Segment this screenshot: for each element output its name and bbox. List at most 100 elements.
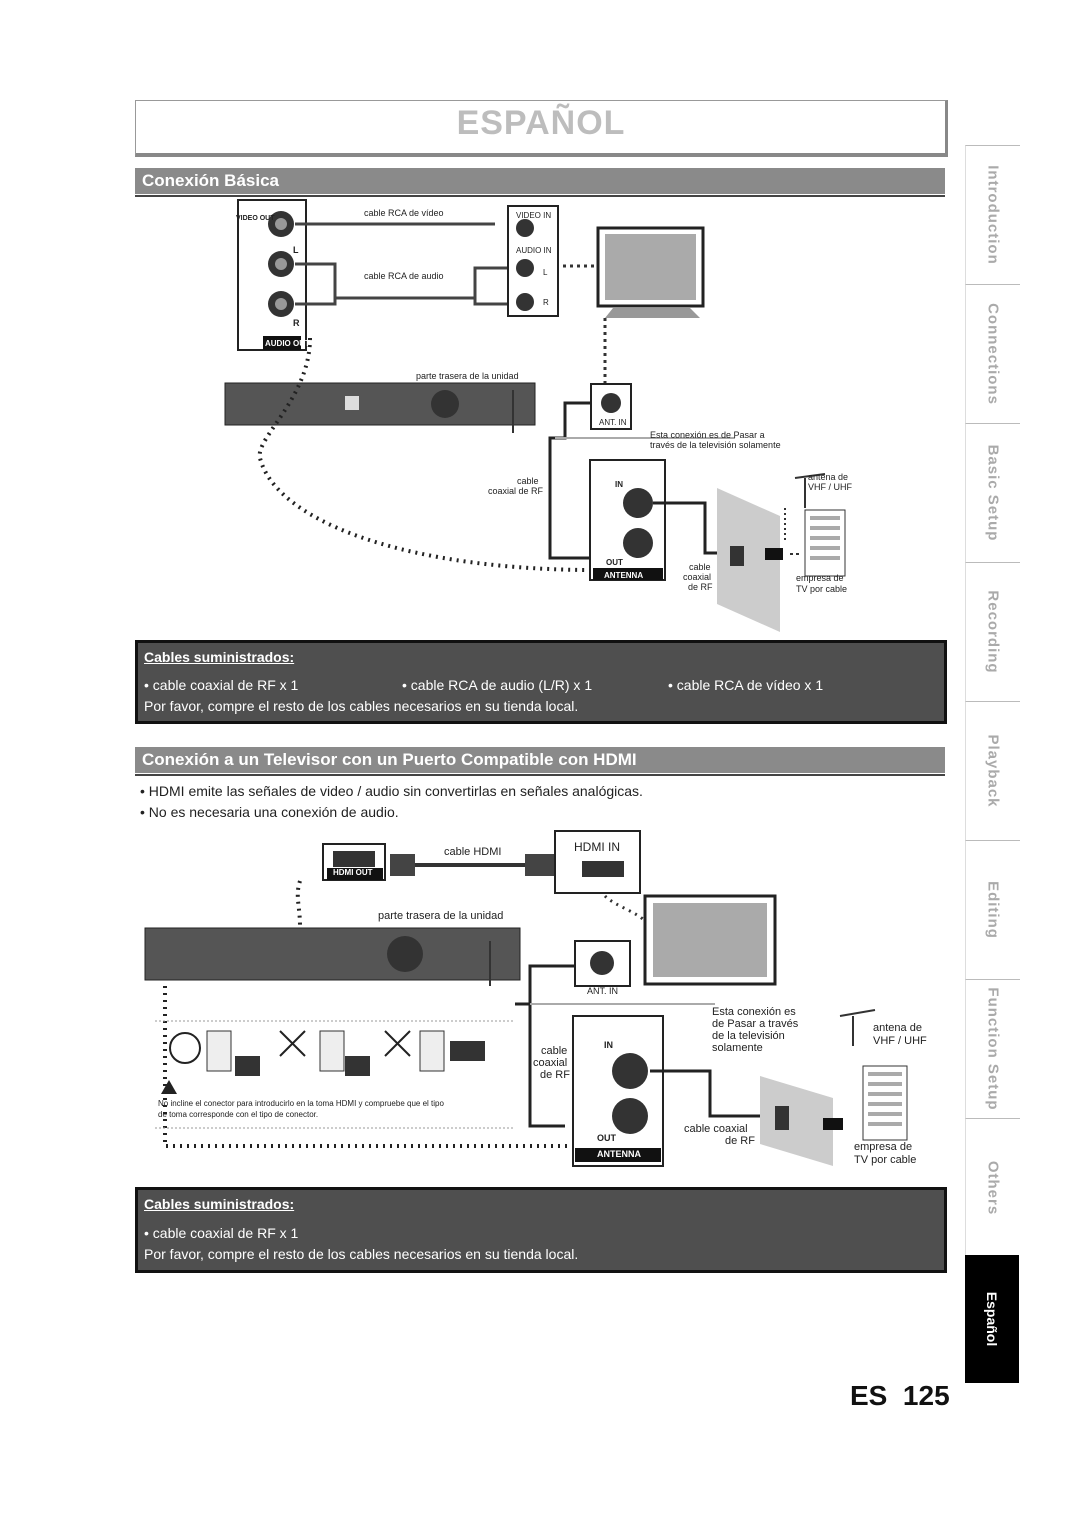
cable-hdmi-label: cable HDMI	[444, 846, 502, 858]
antenna-in-jack	[623, 488, 653, 518]
company-label-2a: empresa de	[854, 1141, 913, 1153]
antenna-vhf-label: antena de	[808, 472, 849, 482]
pass-through-label-2: través de la televisión solamente	[650, 440, 781, 450]
cable-company-building-icon	[804, 509, 846, 577]
hdmi-bullet-1: • HDMI emite las señales de video / audi…	[140, 783, 643, 799]
antenna-vhf-label-2: VHF / UHF	[808, 482, 852, 492]
cable-coax-label-2: coaxial	[683, 572, 712, 582]
cables-supplied-box-1: Cables suministrados: • cable coaxial de…	[135, 640, 947, 724]
coax-label-2a: cable coaxial	[684, 1123, 748, 1135]
out-label-2: OUT	[597, 1133, 616, 1143]
cable-rca-audio-label: cable RCA de audio	[364, 271, 444, 281]
audio-out-label-bg	[263, 336, 301, 350]
r-in-label: R	[543, 298, 549, 307]
audio-out-label: AUDIO OUT	[265, 339, 310, 348]
ok-circle-icon	[169, 1032, 201, 1064]
antenna-box	[589, 459, 666, 581]
page-num: 125	[902, 1380, 950, 1411]
warning-text-1: No incline el conector para introducirlo…	[158, 1099, 444, 1108]
cables-supplied-box-2: Cables suministrados: • cable coaxial de…	[135, 1187, 947, 1273]
cable-label-2a: cable	[541, 1045, 568, 1057]
pass-label-1: Esta conexión es	[712, 1006, 796, 1018]
audio-in-r-jack	[516, 293, 534, 311]
vhf-uhf-antenna-icon-2	[839, 1009, 876, 1046]
fan-icon	[431, 390, 459, 418]
video-out-label: VIDEO OUT	[236, 215, 275, 222]
l-in-label: L	[543, 268, 548, 277]
ant-in-label-2: ANT. IN	[587, 986, 619, 996]
chapter-tabs: Introduction Connections Basic Setup Rec…	[965, 145, 1020, 1257]
tab-basic-setup[interactable]: Basic Setup	[965, 423, 1020, 562]
in-label: IN	[615, 480, 623, 489]
cable-coax-label-3: de RF	[688, 582, 713, 592]
pass-label-4: solamente	[712, 1042, 763, 1054]
rear-unit-label-2: parte trasera de la unidad	[378, 910, 504, 922]
video-in-label: VIDEO IN	[516, 211, 552, 220]
audio-in-label: AUDIO IN	[516, 246, 552, 255]
tab-playback[interactable]: Playback	[965, 701, 1020, 840]
warning-icon	[161, 1080, 177, 1094]
antenna-label-2b: VHF / UHF	[873, 1035, 927, 1047]
antenna-label-2a: antena de	[873, 1022, 922, 1034]
tab-connections[interactable]: Connections	[965, 284, 1020, 423]
tv-company-label: empresa de	[796, 573, 844, 583]
cables-note-2: Por favor, compre el resto de los cables…	[144, 1246, 579, 1262]
page-number: ES 125	[850, 1380, 950, 1412]
unit-rear-panel	[224, 382, 536, 426]
cable-item-video: • cable RCA de vídeo x 1	[668, 677, 824, 693]
company-label-2b: TV por cable	[854, 1154, 917, 1166]
hdmi-plug-right	[525, 854, 555, 876]
cable-rf-label: cable	[517, 476, 539, 486]
hdmi-plug-left	[390, 854, 415, 876]
fan-icon-2	[387, 936, 423, 972]
tab-introduction[interactable]: Introduction	[965, 145, 1020, 284]
section-heading-hdmi: Conexión a un Televisor con un Puerto Co…	[135, 747, 945, 776]
hdmi-connection-diagram	[144, 830, 908, 1167]
cable-label-2c: de RF	[540, 1069, 570, 1081]
title-frame	[135, 100, 948, 157]
hdmi-bullet-2: • No es necesaria una conexión de audio.	[140, 804, 399, 820]
page-title: ESPAÑOL	[456, 104, 626, 142]
cable-rca-video-label: cable RCA de vídeo	[364, 208, 444, 218]
tv-company-label-2: TV por cable	[796, 584, 848, 594]
cables-note: Por favor, compre el resto de los cables…	[144, 698, 579, 714]
warning-text-2: de toma corresponde con el tipo de conec…	[158, 1110, 319, 1119]
rear-unit-label: parte trasera de la unidad	[416, 371, 519, 381]
pass-label-2: de Pasar a través	[712, 1018, 799, 1030]
hdmi-in-label: HDMI IN	[574, 840, 620, 854]
cable-label-2b: coaxial	[533, 1057, 568, 1069]
unit-rear-panel-2	[144, 927, 521, 981]
tab-editing[interactable]: Editing	[965, 840, 1020, 979]
antenna-label-2: ANTENNA	[597, 1149, 641, 1159]
tab-function-setup[interactable]: Function Setup	[965, 979, 1020, 1118]
cable-rf-label-2: coaxial de RF	[488, 486, 544, 496]
cable-item-rf-2: • cable coaxial de RF x 1	[144, 1225, 299, 1241]
antenna-out-jack	[623, 528, 653, 558]
hdmi-out-label: HDMI OUT	[333, 868, 373, 877]
video-in-jack	[516, 219, 534, 237]
antenna-label: ANTENNA	[604, 571, 644, 580]
antenna-box-2	[572, 1015, 664, 1167]
tab-others[interactable]: Others	[965, 1118, 1020, 1257]
cable-item-audio: • cable RCA de audio (L/R) x 1	[402, 677, 593, 693]
audio-in-l-jack	[516, 259, 534, 277]
pass-label-3: de la televisión	[712, 1030, 785, 1042]
cable-coax-label: cable	[689, 562, 711, 572]
ant-in-label: ANT. IN	[599, 418, 627, 427]
basic-connection-diagram	[224, 199, 846, 632]
cable-item-rf: • cable coaxial de RF x 1	[144, 677, 299, 693]
cables-supplied-heading: Cables suministrados:	[144, 649, 295, 665]
cables-supplied-heading-2: Cables suministrados:	[144, 1196, 295, 1212]
wall-plate	[717, 488, 780, 632]
l-label: L	[293, 245, 299, 255]
out-label: OUT	[606, 558, 623, 567]
coax-label-2b: de RF	[725, 1135, 755, 1147]
tab-recording[interactable]: Recording	[965, 562, 1020, 701]
r-label: R	[293, 318, 300, 328]
tab-espanol-active[interactable]: Español	[965, 1255, 1019, 1383]
in-label-2: IN	[604, 1040, 613, 1050]
ng-cross-icon-1	[279, 1030, 306, 1057]
vhf-uhf-antenna-icon	[794, 473, 826, 508]
section-heading-basic: Conexión Básica	[135, 168, 945, 197]
pass-through-label: Esta conexión es de Pasar a	[650, 430, 765, 440]
